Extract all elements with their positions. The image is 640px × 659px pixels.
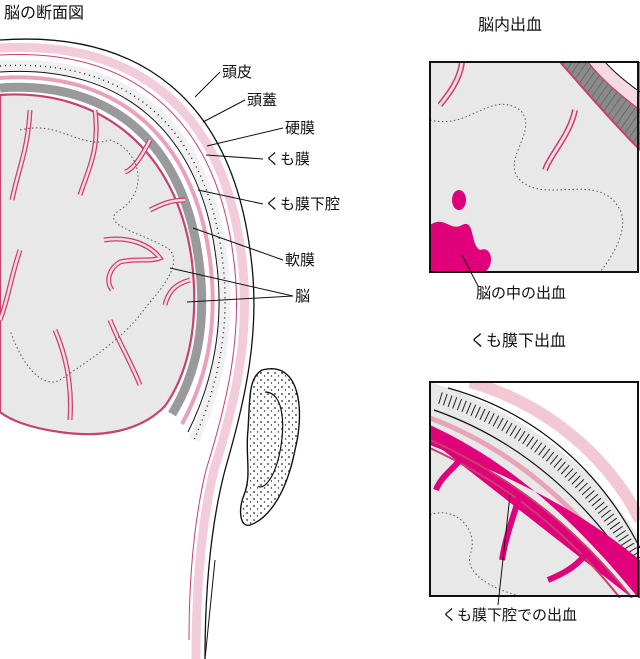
panel-intracerebral-caption: 脳の中の出血: [476, 284, 566, 302]
leader-arachnoid: [205, 154, 264, 160]
structure-labels: 頭皮 頭蓋 硬膜 くも膜 くも膜下腔 軟膜 脳: [169, 63, 340, 305]
leader-dura: [206, 127, 284, 147]
panel-intracerebral-title: 脳内出血: [478, 15, 542, 34]
label-pia: 軟膜: [285, 251, 315, 269]
leader-pia: [192, 227, 284, 261]
panel-intracerebral: [429, 61, 640, 287]
label-arachnoid: くも膜: [265, 150, 310, 168]
leader-subarachnoid-hemorrhage: [497, 494, 511, 606]
label-dura: 硬膜: [285, 119, 315, 137]
label-scalp: 頭皮: [222, 63, 252, 81]
leader-scalp: [194, 71, 221, 98]
leader-brain-2: [169, 267, 294, 297]
label-subarachnoid: くも膜下腔: [265, 195, 340, 213]
leader-skull: [202, 99, 246, 123]
panel-subarachnoid-caption: くも膜下腔での出血: [442, 606, 577, 624]
label-skull: 頭蓋: [247, 91, 277, 109]
label-brain: 脳: [295, 287, 310, 305]
panel-subarachnoid-title: くも膜下出血: [470, 331, 566, 350]
leader-subarachnoid: [197, 189, 264, 205]
diagram-title: 脳の断面図: [4, 3, 84, 22]
subarachnoid-hemorrhage: [430, 425, 640, 598]
leader-intracerebral: [461, 254, 479, 287]
leader-brain-1: [186, 295, 294, 303]
head-cross-section: [0, 38, 301, 659]
panel-subarachnoid: [429, 381, 640, 606]
intracerebral-hemorrhage: [430, 221, 492, 272]
